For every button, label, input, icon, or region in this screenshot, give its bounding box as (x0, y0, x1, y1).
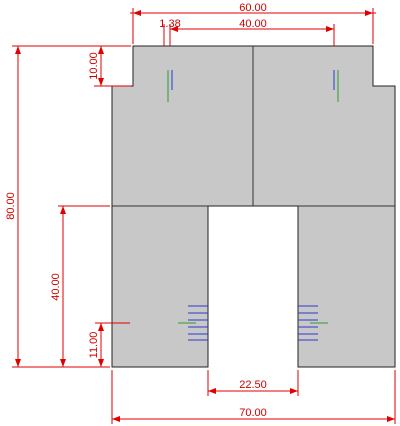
mark-right (333, 70, 339, 102)
dim-hatch-height-label: 11.00 (88, 332, 100, 359)
hatch-right (298, 305, 328, 341)
dim-step-height-label: 10.00 (88, 52, 100, 80)
dim-top-width-label: 60.00 (239, 2, 267, 14)
mark-left (167, 70, 173, 102)
hatch-left (178, 305, 208, 341)
dim-total-width-label: 70.00 (239, 407, 267, 419)
dim-leg-height-label: 40.00 (50, 273, 62, 301)
dim-total-height-label: 80.00 (5, 192, 17, 220)
dim-inner-width-label: 40.00 (239, 18, 267, 30)
dim-slot-width-label: 22.50 (239, 379, 267, 391)
dim-small-offset-label: 1.38 (159, 18, 180, 30)
